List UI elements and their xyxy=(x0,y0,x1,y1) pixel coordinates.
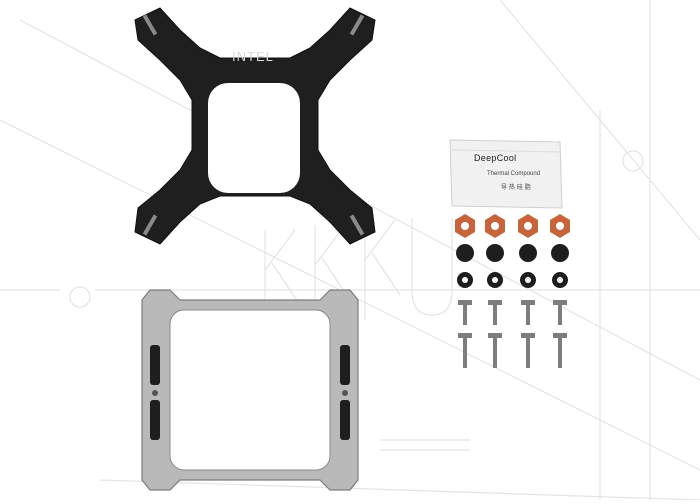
screw-row-1 xyxy=(458,300,567,325)
nut-row xyxy=(455,214,570,238)
washer-row-2 xyxy=(457,272,568,288)
paste-text-cn: 导 热 硅 脂 xyxy=(501,184,531,191)
paste-brand: DeepCool xyxy=(474,153,517,163)
thermal-paste-packet xyxy=(449,139,563,209)
paste-text: Thermal Compound xyxy=(487,171,541,177)
screw-row-2 xyxy=(458,333,567,368)
intel-label: INTEL xyxy=(232,49,274,64)
hardware-parts xyxy=(455,214,570,368)
intel-backplate xyxy=(134,7,376,245)
mounting-bracket xyxy=(141,289,359,491)
washer-row-1 xyxy=(456,244,569,262)
